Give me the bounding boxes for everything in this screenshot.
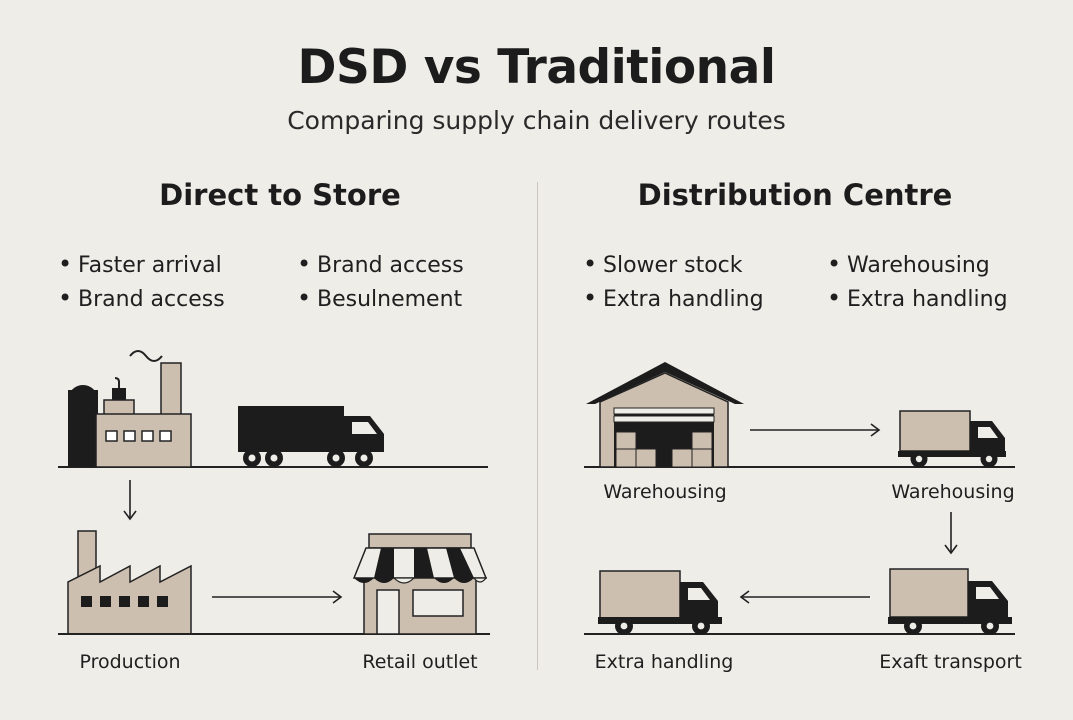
- retail-store-icon: [352, 533, 488, 635]
- right-bullet-3: Extra handling: [583, 284, 764, 312]
- truck-icon-right-top: [898, 410, 1006, 468]
- arrow-down-right: [944, 512, 958, 555]
- caption-warehousing: Warehousing: [603, 481, 727, 503]
- right-bullet-2: Warehousing: [827, 250, 990, 278]
- warehouse-icon: [586, 362, 744, 468]
- caption-truck-top: Warehousing: [891, 481, 1015, 503]
- caption-production: Production: [79, 651, 181, 673]
- factory-icon: [68, 350, 192, 468]
- truck-icon-right-bottom-right: [888, 568, 1012, 635]
- arrow-right-to-store: [212, 590, 343, 604]
- arrow-left-bottom: [739, 590, 870, 604]
- truck-icon-right-bottom-left: [598, 570, 722, 635]
- caption-retail-outlet: Retail outlet: [362, 651, 478, 673]
- arrow-right-warehouse: [750, 423, 881, 437]
- left-column-heading: Direct to Store: [159, 178, 401, 212]
- page-title: DSD vs Traditional: [297, 40, 776, 95]
- left-bullet-4: Besulnement: [297, 284, 462, 312]
- column-divider: [537, 182, 538, 670]
- left-bullet-3: Brand access: [58, 284, 225, 312]
- right-bullet-1: Slower stock: [583, 250, 743, 278]
- page-subtitle: Comparing supply chain delivery routes: [287, 106, 786, 135]
- caption-extra-handling: Extra handling: [594, 651, 734, 673]
- arrow-down-left: [123, 480, 137, 521]
- truck-icon-left-top: [238, 406, 384, 467]
- production-factory-icon: [67, 530, 192, 635]
- right-bullet-4: Extra handling: [827, 284, 1008, 312]
- caption-exaft-transport: Exaft transport: [879, 651, 1022, 673]
- left-bullet-2: Brand access: [297, 250, 464, 278]
- left-bullet-1: Faster arrival: [58, 250, 222, 278]
- right-column-heading: Distribution Centre: [637, 178, 953, 212]
